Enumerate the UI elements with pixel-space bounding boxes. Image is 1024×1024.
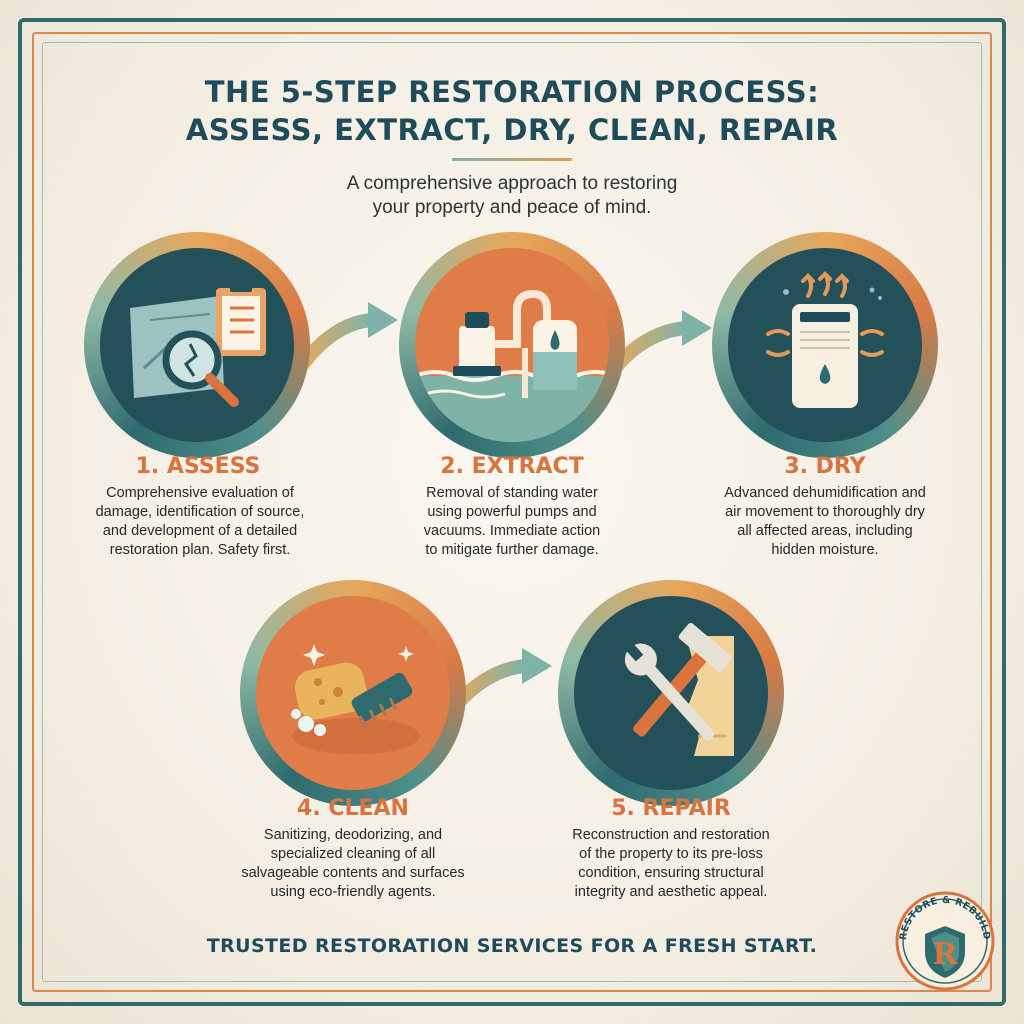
subtitle-line-2: your property and peace of mind.: [372, 197, 652, 218]
step-5-desc-line: condition, ensuring structural: [578, 865, 764, 881]
step-4-desc-line: using eco-friendly agents.: [270, 884, 436, 900]
step-4-desc-line: salvageable contents and surfaces: [241, 865, 465, 881]
connector-arrow-1-2: [293, 302, 398, 375]
title-line-1: THE 5-STEP RESTORATION PROCESS:: [204, 75, 820, 109]
step-3-desc-line: all affected areas, including: [737, 523, 913, 539]
step-3-desc-line: hidden moisture.: [771, 542, 879, 558]
step-2-medallion: [399, 232, 625, 458]
step-5-desc-line: integrity and aesthetic appeal.: [574, 884, 768, 900]
step-5-desc-line: of the property to its pre-loss: [579, 846, 763, 862]
step-4-title: 4. CLEAN: [297, 796, 409, 821]
step-4-desc-line: specialized cleaning of all: [270, 846, 436, 862]
step-4-desc-line: Sanitizing, deodorizing, and: [263, 827, 443, 843]
hammer-wrench-wall-icon: [574, 596, 768, 790]
title-line-2: ASSESS, EXTRACT, DRY, CLEAN, REPAIR: [185, 113, 839, 147]
step-3-description: Advanced dehumidification and air moveme…: [675, 484, 975, 560]
dehumidifier-airflow-icon: [728, 248, 922, 442]
step-2-desc-line: vacuums. Immediate action: [423, 523, 601, 539]
step-1-title: 1. ASSESS: [135, 454, 261, 479]
restore-rebuild-logo: RESTORE & REBUILD R: [895, 891, 995, 991]
step-5-title: 5. REPAIR: [611, 796, 731, 821]
step-3-title: 3. DRY: [784, 454, 866, 479]
step-4-medallion: [240, 580, 466, 806]
connector-arrow-2-3: [605, 310, 712, 379]
step-2-desc-line: to mitigate further damage.: [425, 542, 599, 558]
step-1-desc-line: damage, identification of source,: [95, 504, 305, 520]
step-3-medallion: [712, 232, 938, 458]
step-4-description: Sanitizing, deodorizing, and specialized…: [203, 826, 503, 902]
connector-arrow-4-5: [445, 648, 552, 717]
step-1-desc-line: and development of a detailed: [102, 523, 298, 539]
step-5-desc-line: Reconstruction and restoration: [572, 827, 770, 843]
sponge-scrub-brush-icon: [256, 596, 450, 790]
step-2-title: 2. EXTRACT: [440, 454, 584, 479]
footer-tagline: TRUSTED RESTORATION SERVICES FOR A FRESH…: [206, 935, 818, 957]
step-3-desc-line: Advanced dehumidification and: [724, 485, 926, 501]
step-2-description: Removal of standing water using powerful…: [362, 484, 662, 560]
step-1-desc-line: Comprehensive evaluation of: [106, 485, 294, 501]
step-2-desc-line: Removal of standing water: [426, 485, 598, 501]
step-3-desc-line: air movement to thoroughly dry: [725, 504, 925, 520]
step-5-medallion: [558, 580, 784, 806]
magnifier-clipboard-blueprint-icon: [100, 248, 294, 442]
title-divider: [452, 158, 572, 161]
step-1-desc-line: restoration plan. Safety first.: [109, 542, 291, 558]
step-5-description: Reconstruction and restoration of the pr…: [521, 826, 821, 902]
step-1-medallion: [84, 232, 310, 458]
subtitle-line-1: A comprehensive approach to restoring: [346, 173, 678, 194]
step-2-desc-line: using powerful pumps and: [427, 504, 597, 520]
pump-water-tank-icon: [415, 248, 609, 442]
step-1-description: Comprehensive evaluation of damage, iden…: [50, 484, 350, 560]
badge-letter: R: [933, 937, 959, 972]
